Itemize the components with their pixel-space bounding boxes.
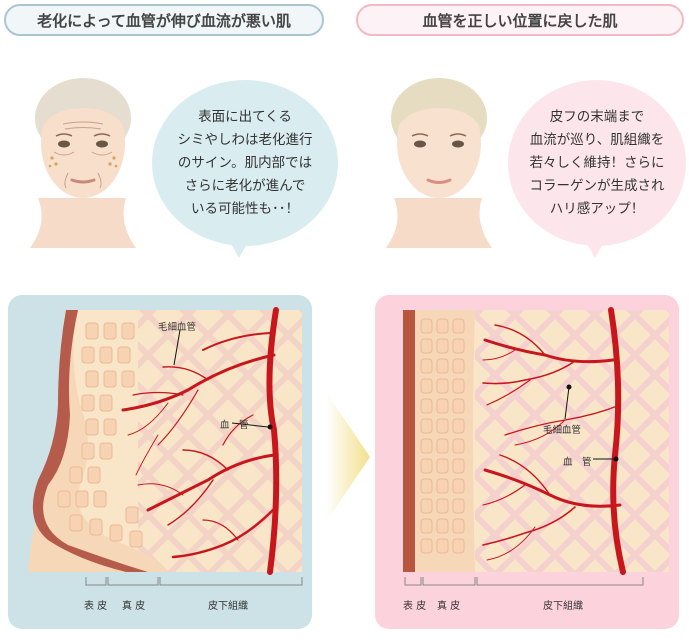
scale-epidermis-aged: 表 皮: [84, 601, 108, 612]
label-vessel-restored: 血 管: [563, 457, 592, 468]
restored-blood-vessels: [482, 307, 626, 575]
speech-bubble-restored: 皮フの末端まで 血流が巡り、肌組織を 若々しく維持！さらに コラーゲンが生成され…: [508, 80, 686, 246]
aged-blood-vessels: [121, 307, 280, 575]
scale-subcutaneous-aged: 皮下組織: [208, 601, 248, 612]
label-vessel-aged: 血 管: [220, 420, 249, 431]
scale-dermis-restored: 真 皮: [437, 601, 461, 612]
face-restored-illustration: [386, 78, 492, 248]
speech-bubble-restored-text: 皮フの末端まで 血流が巡り、肌組織を 若々しく維持！さらに コラーゲンが生成され…: [529, 108, 665, 217]
scale-dermis-aged: 真 皮: [122, 601, 146, 612]
restored-skin-cross-section: [403, 307, 669, 586]
speech-bubble-restored-tail: [586, 242, 604, 258]
panel-restored-cross-section: 毛細血管 血 管 表 皮 真 皮 皮下組織: [375, 295, 679, 629]
aged-cells: [57, 322, 143, 548]
restored-cells: [420, 318, 465, 554]
speech-bubble-aged-tail: [230, 242, 248, 258]
aged-skin-cross-section: [28, 307, 303, 586]
scale-epidermis-restored: 表 皮: [403, 601, 427, 612]
title-aged-skin: 老化によって血管が伸び血流が悪い肌: [4, 4, 324, 36]
panel-aged-cross-section: 毛細血管 血 管 表 皮 真 皮 皮下組織: [8, 295, 312, 629]
speech-bubble-aged: 表面に出てくる シミやしわは老化進行 のサイン。肌内部では さらに老化が進んで …: [152, 80, 338, 246]
speech-bubble-aged-text: 表面に出てくる シミやしわは老化進行 のサイン。肌内部では さらに老化が進んで …: [177, 108, 313, 217]
label-capillary-aged: 毛細血管: [158, 322, 197, 333]
scale-subcutaneous-restored: 皮下組織: [543, 601, 583, 612]
label-capillary-restored: 毛細血管: [543, 425, 582, 436]
title-restored-skin: 血管を正しい位置に戻した肌: [356, 4, 684, 36]
face-aged-illustration: [30, 78, 136, 248]
transition-arrow-icon: [326, 392, 370, 522]
